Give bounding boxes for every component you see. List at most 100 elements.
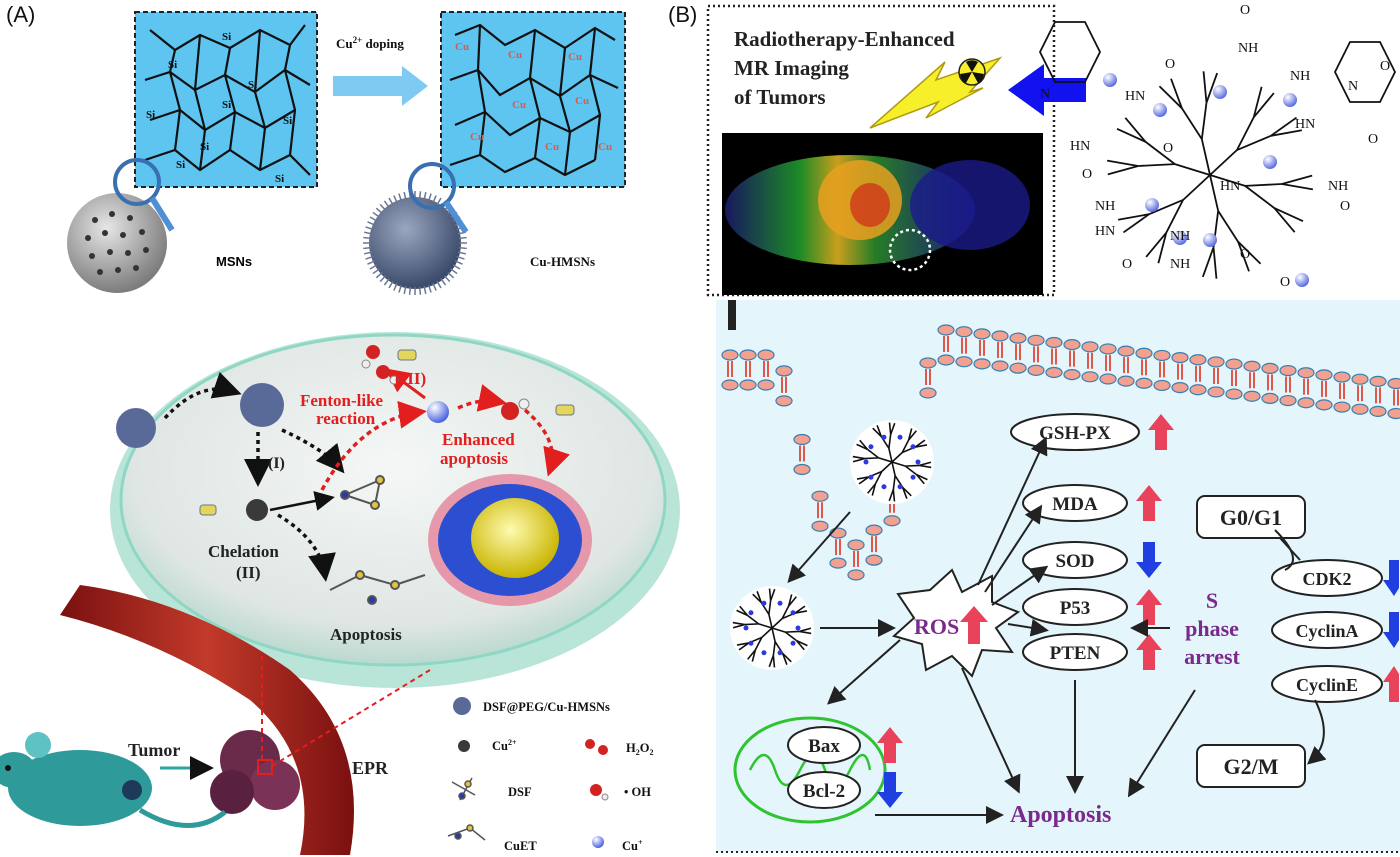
cu-hmsn-sphere [363, 162, 469, 295]
svg-text:Si: Si [168, 59, 177, 71]
cycle-cdk2-down-arrow-icon [1383, 560, 1399, 596]
enhanced-label-1: Enhanced [442, 430, 515, 449]
legend-cu1-label: Cu+ [622, 838, 643, 853]
enhanced-label-2: apoptosis [440, 449, 508, 468]
mri-title-line2: MR Imaging [734, 56, 849, 80]
chem-atom-label: HN [1070, 139, 1090, 154]
ros-up-arrow-icon [960, 606, 988, 644]
dendrimer-in-cell [730, 586, 814, 670]
mouse-illustration [0, 732, 227, 828]
dendrimer-structure [1038, 21, 1397, 287]
legend-oh-label: • OH [624, 785, 651, 799]
oh-radical-in-cell [501, 398, 530, 420]
chem-atom-label: HN [1220, 179, 1240, 194]
legend-nanoparticle-icon [453, 697, 471, 715]
h2o2-molecule-in-cell [361, 345, 399, 385]
cu-hmsn-label: Cu-HMSNs [530, 254, 595, 269]
legend-h2o2-icon [585, 739, 608, 755]
marker-mda-up-arrow-icon [1136, 485, 1162, 521]
cell-apoptosis-label: Apoptosis [330, 625, 402, 644]
s-phase-line1: S [1206, 588, 1218, 613]
marker-sod-ellipse [1022, 541, 1128, 579]
blood-vessel [60, 585, 354, 855]
svg-text:Si: Si [275, 173, 284, 185]
legend-cu2-icon [458, 740, 470, 752]
marker-mda-ellipse [1022, 484, 1128, 522]
g0-g1-box [1196, 495, 1306, 539]
step-iii-label: (III) [395, 369, 426, 388]
marker-mda-label: MDA [1052, 494, 1098, 515]
tumor-mass [210, 730, 300, 814]
g0-g1-label: G0/G1 [1220, 505, 1282, 530]
chem-atom-label: O [1165, 57, 1175, 72]
apoptosis-label: Apoptosis [1010, 802, 1111, 828]
chem-atom-label: O [1280, 275, 1290, 290]
epr-label: EPR [352, 758, 389, 778]
legend-cuet-label: CuET [504, 839, 537, 853]
chem-atom-label: HN [1125, 89, 1145, 104]
blue-arrow-icon [1008, 64, 1086, 116]
marker-p53-label: P53 [1060, 598, 1091, 619]
cu2-ion-in-cell [246, 499, 268, 521]
dsf-molecule-in-cell [340, 475, 385, 510]
svg-text:Si: Si [146, 109, 155, 121]
mito-bcl-2-ellipse [787, 771, 861, 809]
cell-membrane [721, 324, 1400, 581]
cell-nucleus [428, 474, 592, 606]
panel-b-divider [728, 300, 736, 330]
svg-text:Cu: Cu [470, 131, 484, 143]
mri-image [722, 133, 1043, 295]
cycle-cdk2-label: CDK2 [1303, 569, 1352, 589]
chem-atom-label: NH [1328, 179, 1348, 194]
chem-atom-label: N [1040, 87, 1050, 102]
chem-atom-label: NH [1170, 257, 1190, 272]
marker-pten-up-arrow-icon [1136, 634, 1162, 670]
chem-atom-label: HN [1095, 224, 1115, 239]
cu-plus-in-cell [427, 401, 449, 423]
g2-m-box [1196, 744, 1306, 788]
dsf-small-icon-cell [199, 349, 575, 516]
legend-cu1-icon [592, 836, 604, 848]
chem-atom-label: O [1368, 132, 1378, 147]
chem-atom-label: NH [1238, 41, 1258, 56]
nanoparticle-outside [116, 408, 156, 448]
msn-sphere [67, 158, 175, 293]
cycle-cyclina-ellipse [1271, 611, 1383, 649]
legend: DSF@PEG/Cu-HMSNs Cu2+ H2O2 DSF • OH CuET… [447, 697, 653, 853]
chem-atom-label: O [1163, 141, 1173, 156]
mito-bax-up-arrow-icon [877, 727, 903, 763]
svg-text:Cu: Cu [575, 95, 589, 107]
cycle-cyclina-label: CyclinA [1296, 621, 1359, 641]
tumor-label: Tumor [128, 740, 180, 760]
marker-pten-label: PTEN [1050, 643, 1101, 664]
marker-p53-ellipse [1022, 588, 1128, 626]
chem-atom-label: O [1340, 199, 1350, 214]
marker-gsh-px-label: GSH-PX [1039, 423, 1111, 444]
step-ii-label: (II) [236, 563, 261, 582]
cycle-cdk2-ellipse [1271, 559, 1383, 597]
doping-label: Cu2+ doping [336, 35, 404, 51]
svg-text:Si: Si [283, 115, 292, 127]
chem-atom-label: NH [1095, 199, 1115, 214]
chem-atom-label: N [1348, 79, 1358, 94]
svg-text:Cu: Cu [455, 41, 469, 53]
legend-cuet-icon [447, 824, 486, 841]
fenton-label-2: reaction [316, 409, 376, 428]
doping-arrow [333, 66, 428, 106]
svg-text:Cu: Cu [568, 51, 582, 63]
svg-text:Si: Si [176, 159, 185, 171]
cycle-cycline-up-arrow-icon [1383, 666, 1399, 702]
svg-text:Si: Si [222, 99, 231, 111]
mito-bcl-2-label: Bcl-2 [803, 781, 845, 802]
legend-dsf-label: DSF [508, 785, 532, 799]
chem-atom-label: O [1380, 59, 1390, 74]
svg-text:Cu: Cu [508, 49, 522, 61]
ros-burst [891, 568, 1021, 678]
legend-cu2-label: Cu2+ [492, 738, 517, 753]
svg-text:Si: Si [248, 79, 257, 91]
chelation-label: Chelation [208, 542, 279, 561]
mito-bax-label: Bax [808, 736, 840, 757]
cycle-cycline-label: CyclinE [1296, 675, 1358, 695]
